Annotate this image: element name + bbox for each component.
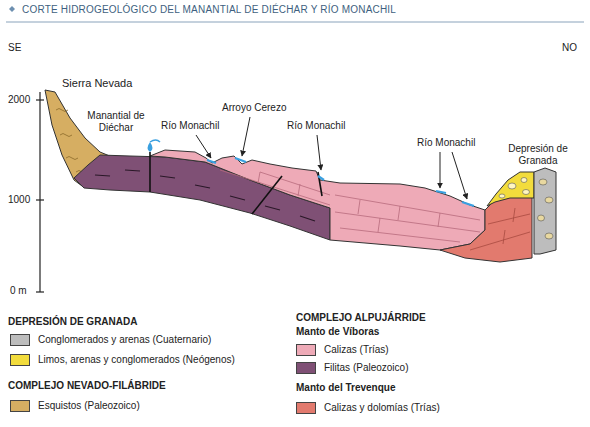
limestone-texture (220, 170, 480, 242)
quaternary-deposit (534, 168, 556, 254)
legend-swatch (10, 334, 30, 346)
legend-swatch (296, 344, 316, 356)
legend-text: Conglomerados y arenas (Cuaternario) (38, 334, 211, 346)
legend-group-heading: DEPRESIÓN DE GRANADA (8, 316, 137, 328)
direction-label: SE (8, 42, 21, 54)
spring-label: Manantial de Diéchar (83, 110, 149, 134)
limestone-viboras (150, 150, 485, 250)
altitude-label: 0 m (10, 285, 27, 297)
altitude-label: 1000 (8, 194, 30, 206)
schist-texture (56, 109, 82, 173)
spring-icon (150, 140, 160, 142)
legend-swatch (10, 354, 30, 366)
direction-label: NO (562, 42, 577, 54)
legend-text: Calizas (Trías) (324, 344, 389, 356)
legend-group-heading: COMPLEJO ALPUJÁRRIDE (296, 312, 426, 324)
river-label: Río Monachil (287, 120, 345, 132)
legend-text: Esquistos (Paleozoico) (38, 400, 140, 412)
altitude-axis (36, 92, 44, 292)
neogene-pebbles (499, 178, 530, 199)
legend-group-heading: COMPLEJO NEVADO-FILÁBRIDE (8, 380, 166, 392)
legend-swatch (10, 400, 30, 412)
trevenque-texture (470, 208, 530, 250)
legend-swatch (296, 402, 316, 414)
altitude-label: 2000 (8, 94, 30, 106)
pointer-arrows (196, 117, 467, 199)
quaternary-pebbles (538, 179, 554, 239)
river-water (207, 158, 474, 206)
diagram-title: CORTE HIDROGEOLÓGICO DEL MANANTIAL DE DI… (22, 4, 396, 16)
title-rule (6, 22, 584, 23)
legend-text: Calizas y dolomías (Trías) (324, 402, 440, 414)
stream-label: Arroyo Cerezo (222, 102, 286, 114)
spring-icon (148, 142, 153, 152)
legend-subgroup-heading: Manto de Víboras (296, 326, 379, 338)
legend-subgroup-heading: Manto del Trevenque (296, 382, 395, 394)
limestone-trevenque (440, 196, 532, 262)
river-label: Río Monachil (417, 137, 475, 149)
place-label: Depresión de Granada (507, 143, 569, 167)
title-icon (9, 6, 15, 12)
legend-text: Filitas (Paleozoico) (324, 362, 408, 374)
legend-text: Limos, arenas y conglomerados (Neógenos) (38, 354, 235, 366)
legend-swatch (296, 362, 316, 374)
place-label: Sierra Nevada (62, 77, 132, 89)
river-label: Río Monachil (161, 120, 219, 132)
neogene-deposit (487, 172, 534, 206)
fault-lines (150, 152, 322, 214)
